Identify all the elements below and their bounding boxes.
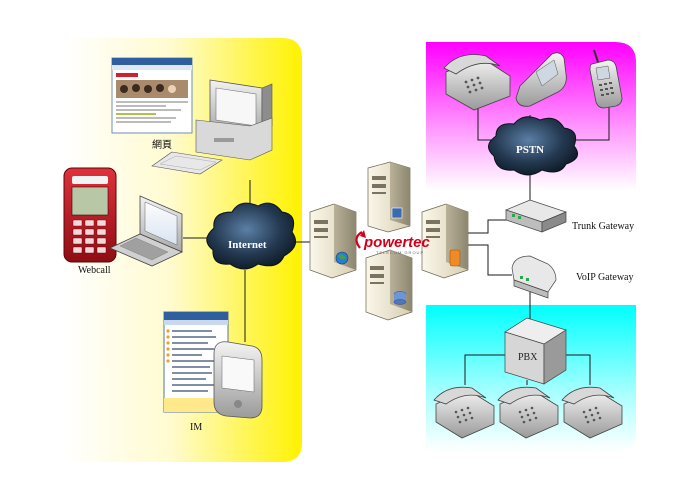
server-icon xyxy=(365,249,413,321)
desk-phone-icon xyxy=(497,386,559,439)
pstn-cloud-icon: PSTN xyxy=(488,116,579,176)
tablet-icon: IM xyxy=(190,341,263,433)
pstn-label: PSTN xyxy=(516,144,544,156)
voip-gateway-label: VoIP Gateway xyxy=(576,272,634,283)
server-icon xyxy=(421,203,469,279)
desktop-computer-icon: 網頁 xyxy=(111,57,273,175)
web-label: 網頁 xyxy=(152,138,172,151)
desk-phone-icon xyxy=(433,386,495,439)
webcall-label: Webcall xyxy=(78,265,111,276)
server-icon xyxy=(367,161,411,233)
voip-gateway-icon: VoIP Gateway xyxy=(511,255,634,299)
server-cluster: powertec TELECOM GROUP xyxy=(309,161,469,321)
internet-cloud-icon: Internet xyxy=(206,202,297,270)
internet-label: Internet xyxy=(228,239,267,251)
im-label: IM xyxy=(190,422,202,433)
flip-phone-icon xyxy=(515,52,567,107)
pbx-icon: PBX xyxy=(504,317,567,385)
powertec-logo: powertec TELECOM GROUP xyxy=(355,230,431,255)
mobile-phone-icon xyxy=(63,167,117,263)
logo-brand-text: powertec xyxy=(363,234,431,251)
trunk-gateway-icon: Trunk Gateway xyxy=(505,199,634,233)
laptop-icon: Webcall xyxy=(78,195,183,276)
logo-tagline-text: TELECOM GROUP xyxy=(376,250,424,255)
trunk-gateway-label: Trunk Gateway xyxy=(572,221,634,232)
pbx-label: PBX xyxy=(518,352,538,363)
server-icon xyxy=(309,203,357,279)
desk-phone-icon xyxy=(561,386,623,439)
desk-phone-icon xyxy=(443,54,511,111)
cell-phone-icon xyxy=(589,49,623,109)
